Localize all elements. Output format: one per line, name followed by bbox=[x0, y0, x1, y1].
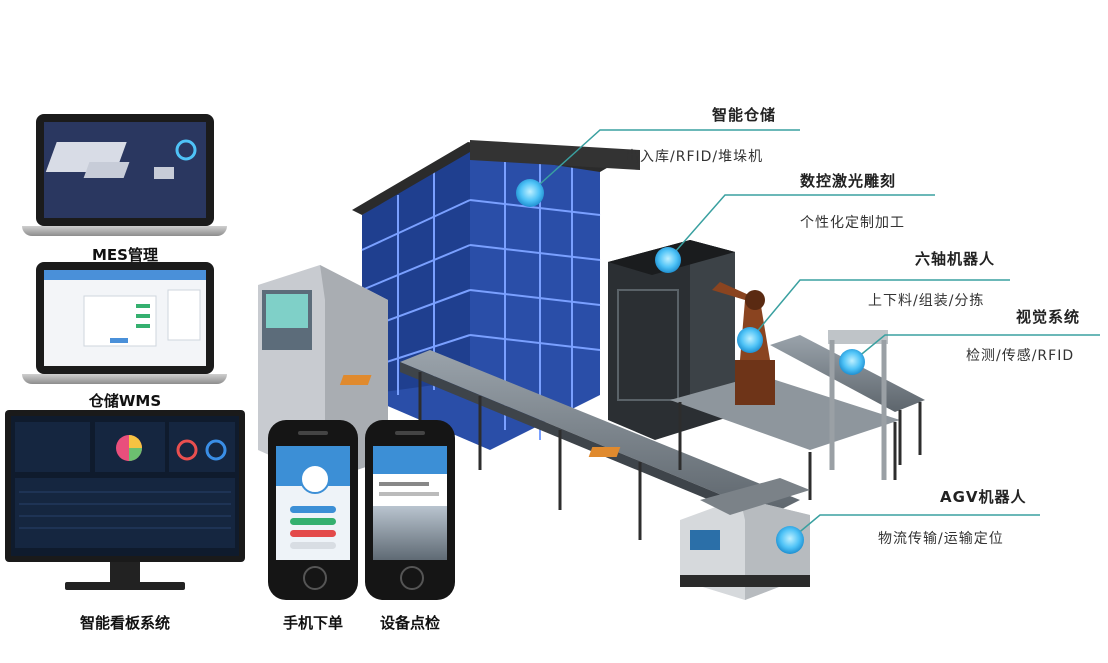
kanban-screen bbox=[11, 416, 239, 556]
wms-laptop bbox=[22, 262, 227, 387]
hotspot-vision[interactable] bbox=[839, 349, 865, 375]
phone-inspect-caption: 设备点检 bbox=[379, 614, 440, 632]
kanban-caption: 智能看板系统 bbox=[79, 614, 170, 632]
phone-inspect bbox=[365, 420, 455, 600]
callout-agv-title: AGV机器人 bbox=[940, 488, 1027, 506]
mes-caption: MES管理 bbox=[92, 246, 158, 264]
hotspot-laser[interactable] bbox=[655, 247, 681, 273]
hotspot-robot[interactable] bbox=[737, 327, 763, 353]
callout-warehouse-title: 智能仓储 bbox=[712, 106, 777, 124]
callout-robot-subtitle: 上下料/组装/分拣 bbox=[868, 293, 985, 309]
callout-laser-subtitle: 个性化定制加工 bbox=[800, 215, 905, 231]
hotspot-agv[interactable] bbox=[776, 526, 804, 554]
callout-agv-subtitle: 物流传输/运输定位 bbox=[878, 531, 1004, 547]
mes-laptop bbox=[22, 114, 227, 239]
phone-order-screen bbox=[276, 446, 350, 560]
callout-vision-title: 视觉系统 bbox=[1016, 308, 1081, 326]
callout-warehouse-subtitle: 出入库/RFID/堆垛机 bbox=[625, 149, 764, 165]
wms-caption: 仓储WMS bbox=[88, 392, 162, 410]
phone-order-caption: 手机下单 bbox=[282, 614, 343, 632]
main-conveyor bbox=[339, 350, 800, 560]
phone-order bbox=[268, 420, 358, 600]
callout-robot-title: 六轴机器人 bbox=[915, 250, 996, 268]
callout-lines bbox=[529, 129, 1100, 541]
callout-vision-subtitle: 检测/传感/RFID bbox=[966, 348, 1075, 364]
robot-table bbox=[670, 375, 900, 500]
wms-screen bbox=[44, 270, 206, 366]
kanban-monitor bbox=[5, 410, 245, 600]
hotspot-warehouse[interactable] bbox=[516, 179, 544, 207]
callout-laser-title: 数控激光雕刻 bbox=[800, 172, 897, 190]
mes-screen bbox=[44, 122, 206, 218]
phone-inspect-screen bbox=[373, 446, 447, 560]
agv-robot bbox=[680, 478, 810, 600]
